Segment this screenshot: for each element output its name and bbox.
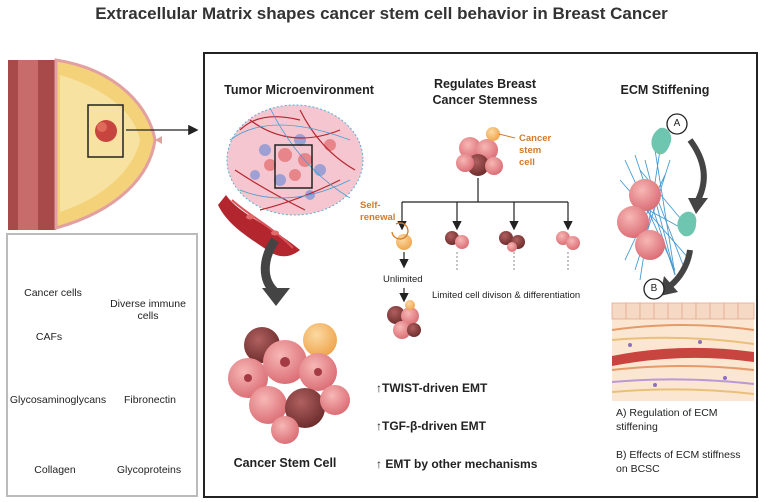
legend-frame xyxy=(6,233,198,497)
emt-item-twist: ↑TWIST-driven EMT xyxy=(376,381,488,395)
tumor-microenvironment-heading: Tumor Microenvironment xyxy=(224,83,374,97)
up-arrow-icon: ↑ xyxy=(376,381,382,395)
legend-fibronectin: Fibronectin xyxy=(124,394,176,406)
legend-immune-cells: Diverse immune cells xyxy=(110,298,186,322)
legend-collagen: Collagen xyxy=(34,464,76,476)
main-panel-frame xyxy=(203,52,758,498)
ecm-stiffening-heading: ECM Stiffening xyxy=(620,83,710,97)
legend-glycosaminoglycans: Glycosaminoglycans xyxy=(9,394,107,406)
cancer-stem-cell-cluster xyxy=(228,323,350,444)
figure-title: Extracellular Matrix shapes cancer stem … xyxy=(95,4,668,23)
legend-cancer-cells: Cancer cells xyxy=(24,287,82,299)
emt-item-tgf: ↑TGF-β-driven EMT xyxy=(376,419,486,433)
stemness-hierarchy xyxy=(387,127,580,339)
up-arrow-icon: ↑ xyxy=(376,457,386,471)
limited-division-label: Limited cell divison & differentiation xyxy=(432,290,581,301)
cancer-stem-cell-label: Cancer Stem Cell xyxy=(233,456,337,470)
ecm-note-b: B) Effects of ECM stiffness on BCSC xyxy=(616,449,741,475)
cancer-stem-cell-annotation: Cancer stem cell xyxy=(519,133,552,168)
emt-item-other: ↑ EMT by other mechanisms xyxy=(376,457,538,471)
ecm-note-a: A) Regulation of ECM stiffening xyxy=(616,407,718,433)
self-renewal-label: Self-renewal xyxy=(360,200,396,223)
legend-cafs: CAFs xyxy=(35,331,63,343)
marker-a: A xyxy=(673,118,681,129)
marker-b: B xyxy=(650,283,658,294)
ecm-stiffening-illustration xyxy=(611,113,755,401)
tumor-microenvironment-illustration xyxy=(218,104,364,306)
unlimited-label: Unlimited xyxy=(383,274,423,285)
legend-glycoproteins: Glycoproteins xyxy=(116,464,182,476)
stemness-heading: Regulates Breast Cancer Stemness xyxy=(432,77,538,107)
up-arrow-icon: ↑ xyxy=(376,419,382,433)
breast-anatomy-illustration xyxy=(8,58,199,230)
